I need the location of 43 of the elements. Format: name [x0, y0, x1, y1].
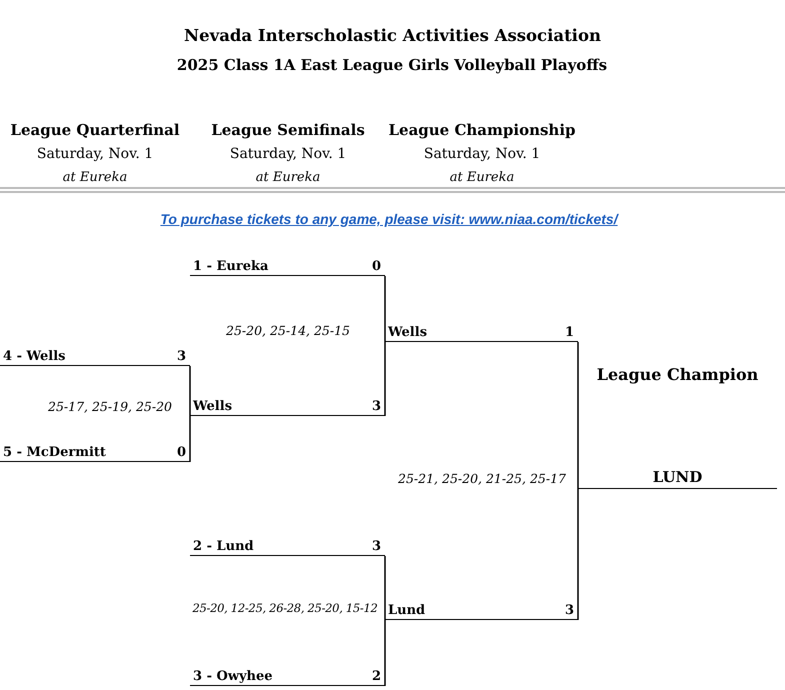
team-name: Lund: [388, 603, 426, 618]
ticket-link: To purchase tickets to any game, please visit: www.niaa.com/tickets/: [160, 211, 618, 227]
match-score: 3: [564, 603, 574, 618]
team-name: 1 - Eureka: [193, 259, 268, 274]
champion-slot: [578, 365, 777, 489]
round-heading: League Semifinals: [211, 121, 365, 139]
champion-name: LUND: [652, 468, 702, 486]
bracket-line: [577, 489, 579, 620]
bracket-line: [189, 416, 191, 462]
match-score: 0: [176, 445, 186, 460]
round-venue: at Eureka: [62, 170, 128, 185]
subtitle: 2025 Class 1A East League Girls Volleyball Playoffs: [176, 56, 608, 74]
match-score: 1: [564, 325, 574, 340]
bracket-line: [384, 556, 386, 620]
game-scores: 25-20, 25-14, 25-15: [226, 323, 350, 338]
team-name: Wells: [193, 399, 232, 414]
match-score: 2: [372, 669, 381, 684]
team-name: Wells: [388, 325, 428, 340]
title: Nevada Interscholastic Activities Association: [183, 26, 602, 45]
champion-heading: League Champion: [596, 365, 758, 384]
round-venue: at Eureka: [256, 170, 320, 185]
round-date: Saturday, Nov. 1: [36, 146, 154, 162]
game-scores: 25-21, 25-20, 21-25, 25-17: [398, 471, 566, 486]
bracket-line: [384, 276, 386, 342]
match-score: 0: [372, 259, 381, 274]
game-scores: 25-17, 25-19, 25-20: [48, 399, 172, 414]
game-scores: 25-20, 12-25, 26-28, 25-20, 15-12: [192, 601, 378, 615]
bracket-line: [577, 342, 579, 489]
round-heading: League Championship: [388, 121, 576, 139]
team-name: 4 - Wells: [3, 349, 66, 364]
round-venue: at Eureka: [450, 170, 514, 185]
bracket-line: [384, 620, 386, 686]
team-name: 3 - Owyhee: [193, 669, 273, 684]
team-name: 5 - McDermitt: [3, 445, 106, 460]
team-name: 2 - Lund: [193, 539, 254, 554]
round-date: Saturday, Nov. 1: [230, 146, 346, 162]
match-score: 3: [372, 399, 381, 414]
bracket-line: [384, 342, 386, 416]
match-score: 3: [176, 349, 186, 364]
bracket-line: [189, 366, 191, 416]
round-date: Saturday, Nov. 1: [424, 146, 540, 162]
round-heading: League Quarterfinal: [10, 121, 180, 139]
match-score: 3: [372, 539, 381, 554]
